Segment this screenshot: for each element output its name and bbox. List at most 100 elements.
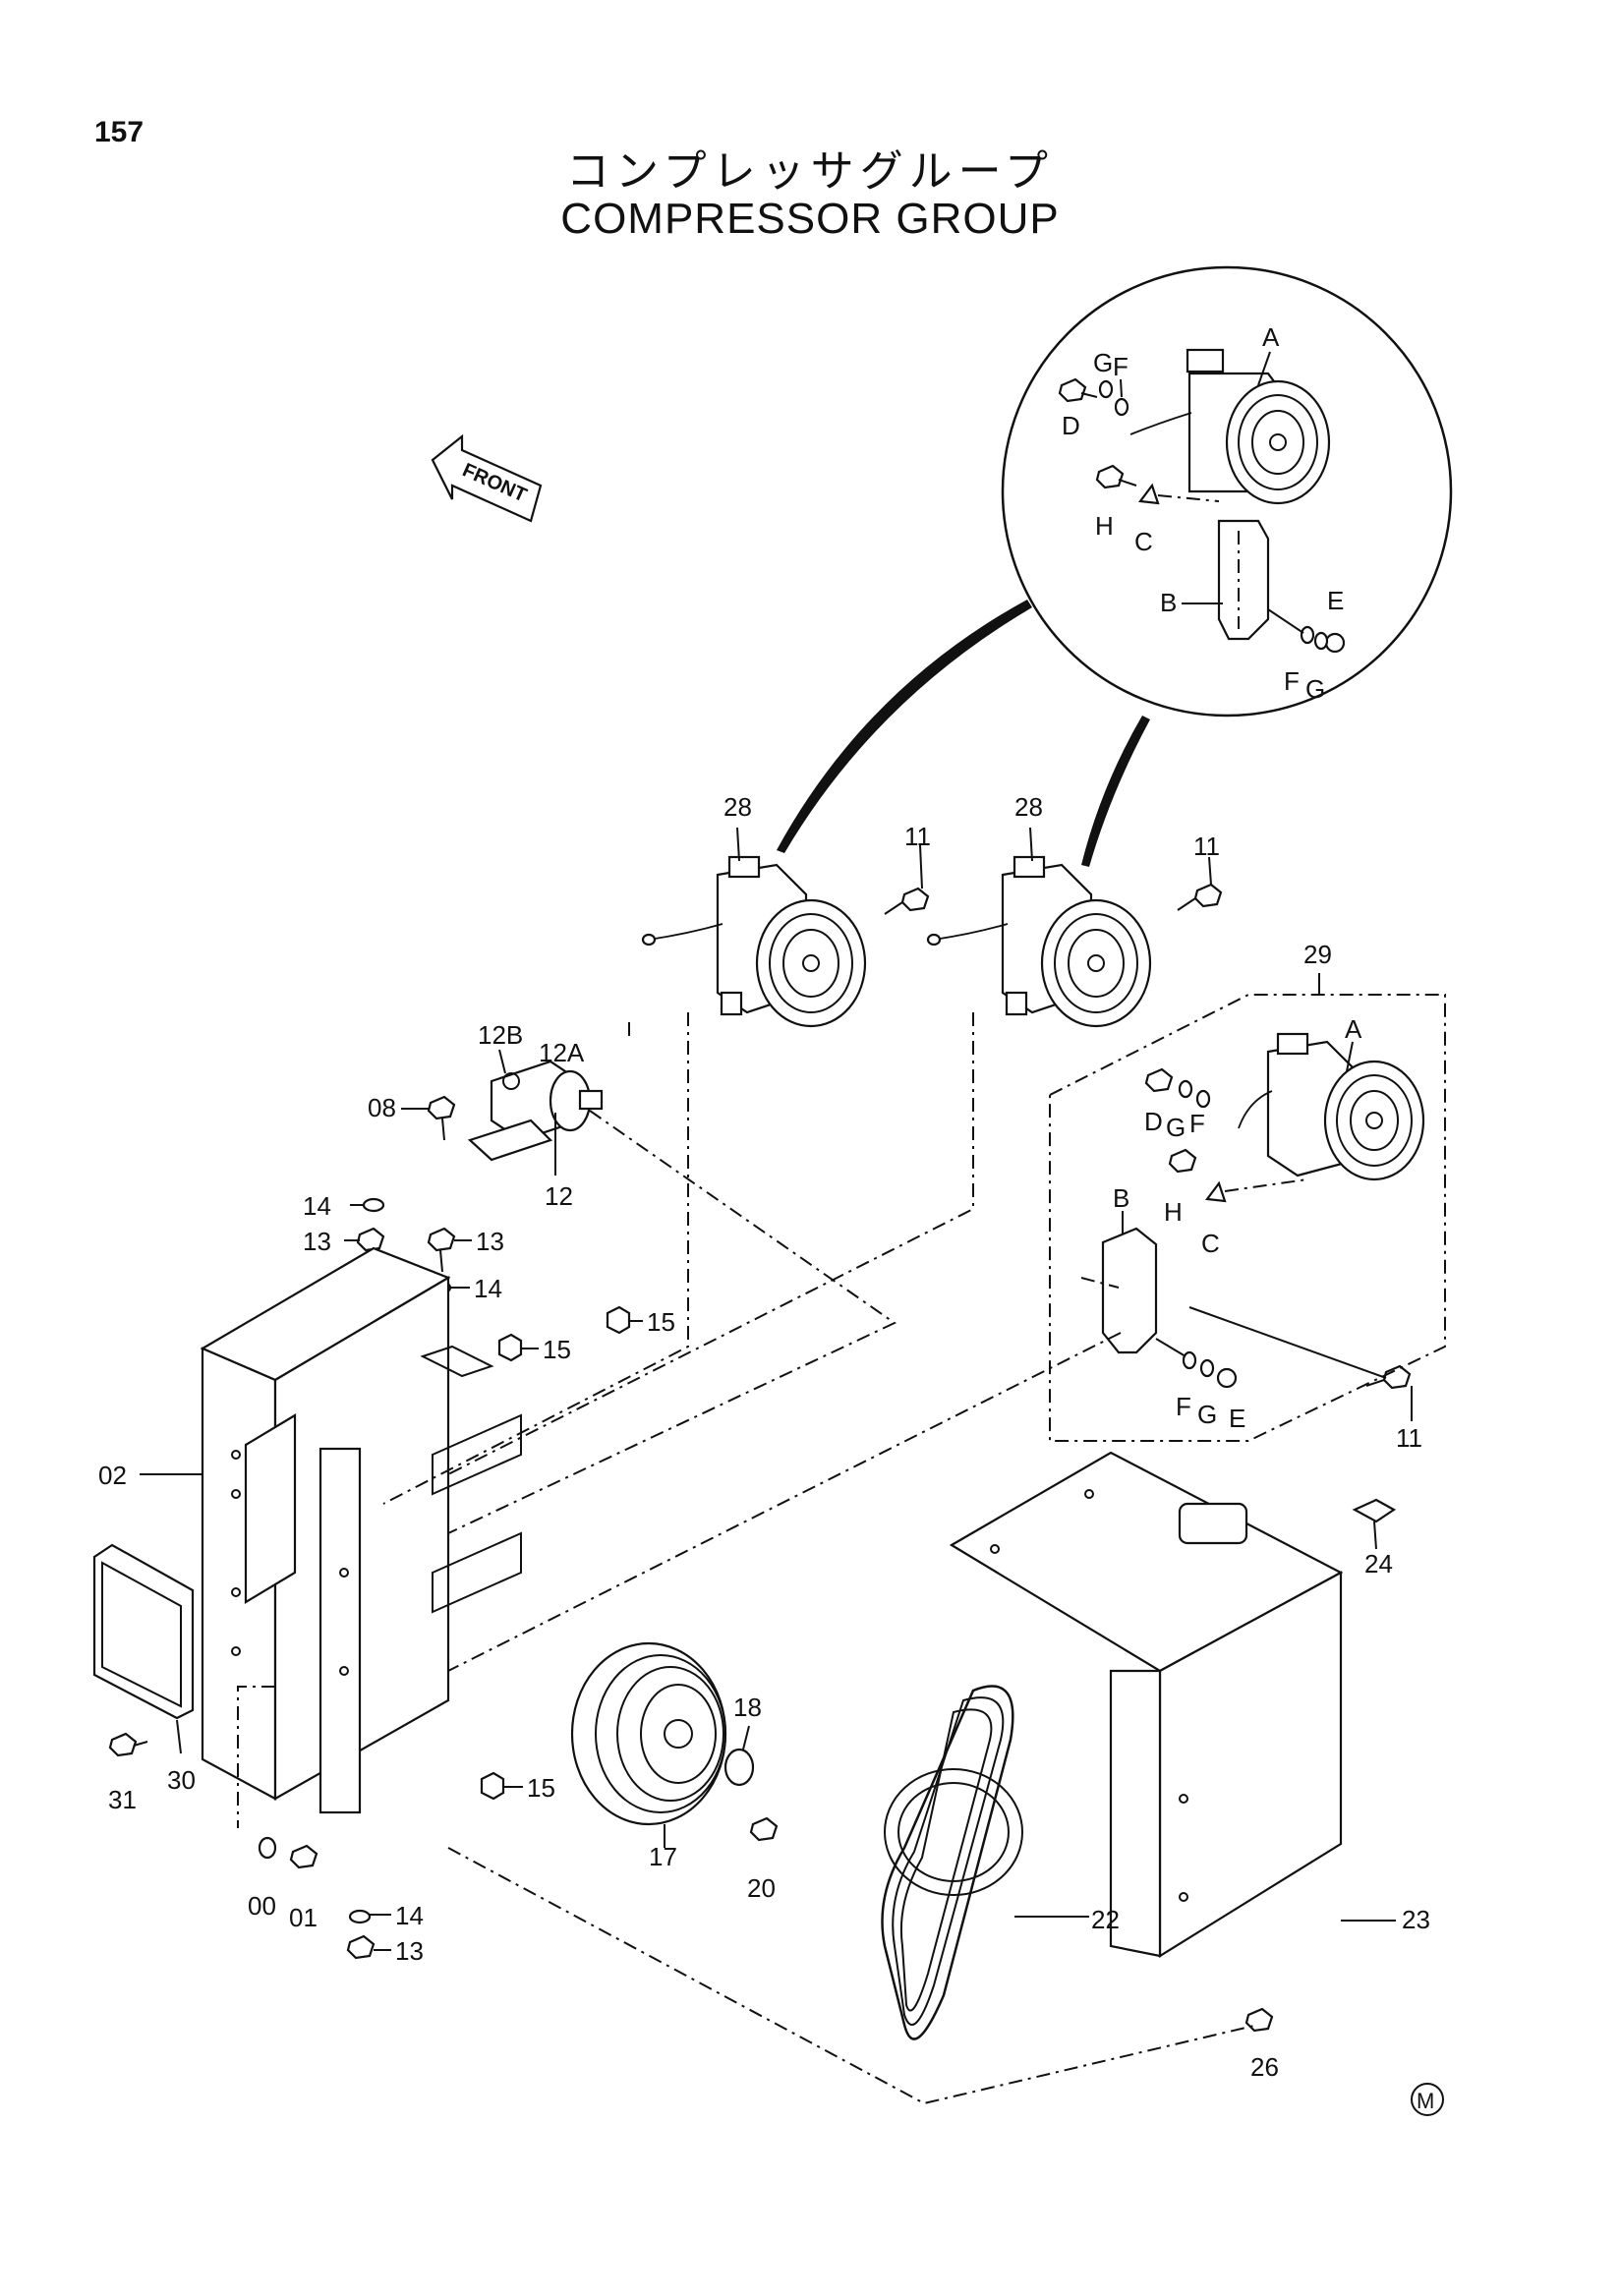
label-detail_letters-top-G1: G <box>1093 348 1113 377</box>
callout-24: 24 <box>1364 1549 1393 1578</box>
nut-15-b-icon <box>606 1305 631 1335</box>
washer-F2-detail-icon <box>1300 625 1315 645</box>
label-detail_letters-box-F2: F <box>1176 1392 1191 1421</box>
page-number: 157 <box>94 116 145 148</box>
assembly-lines <box>237 1012 1259 2105</box>
bolt-D-detail-icon <box>1058 377 1098 403</box>
compressor-A-detail-icon <box>1129 348 1331 505</box>
callout-29: 29 <box>1303 940 1332 969</box>
washer-14-top-icon <box>362 1197 385 1213</box>
label-detail_letters-top-F1: F <box>1113 352 1128 381</box>
callout-31: 31 <box>108 1785 137 1814</box>
callout-20: 20 <box>747 1873 776 1903</box>
callout-15-c: 15 <box>527 1773 555 1803</box>
callout-01: 01 <box>289 1903 318 1932</box>
callout-00: 00 <box>248 1891 276 1921</box>
callout-13-bottom: 13 <box>395 1936 424 1966</box>
label-detail_letters-top-B: B <box>1160 588 1177 617</box>
compressor-28-left-icon <box>641 855 867 1028</box>
bolt-13-bottom-icon <box>346 1934 376 1960</box>
callout-30: 30 <box>167 1765 196 1795</box>
nut-E-detail-icon <box>1324 632 1346 654</box>
label-detail_letters-box-E: E <box>1229 1404 1245 1433</box>
m-mark-label: M <box>1417 2089 1434 2113</box>
callout-12B: 12B <box>478 1020 523 1050</box>
callout-23: 23 <box>1402 1905 1430 1934</box>
compressor-kit-29-box: A D G F H C B F G E <box>1049 994 1446 1442</box>
m-mark-icon: M <box>1411 2083 1444 2116</box>
label-detail_letters-top-E: E <box>1327 586 1344 615</box>
v-belt-22-icon <box>881 1685 1023 2040</box>
washer-00-icon <box>258 1836 277 1860</box>
detail-connector-right <box>1081 716 1150 867</box>
callout-14-bottom: 14 <box>395 1901 424 1930</box>
washer-G-detail-icon <box>1098 379 1114 399</box>
callout-28-left: 28 <box>723 792 752 822</box>
bolt-08-icon <box>427 1095 456 1141</box>
mounting-frame-02-icon <box>200 1246 522 1814</box>
label-detail_letters-box-G2: G <box>1197 1400 1217 1429</box>
washer-14-bottom-icon <box>348 1909 372 1924</box>
bracket-B-detail-icon <box>1217 519 1270 641</box>
callout-11-left: 11 <box>904 822 931 851</box>
compressor-guard-23-icon <box>949 1451 1344 1958</box>
callout-26: 26 <box>1250 2052 1279 2082</box>
bolt-11-lower-icon <box>1365 1364 1412 1390</box>
label-detail_letters-top-G2: G <box>1305 674 1325 704</box>
callout-11-right: 11 <box>1193 832 1220 861</box>
bolt-H-detail-icon <box>1095 464 1137 489</box>
label-detail_letters-box-A: A <box>1345 1014 1362 1044</box>
bolt-24-icon <box>1352 1498 1397 1523</box>
detail-connector-left <box>777 600 1032 853</box>
label-detail_letters-box-D: D <box>1144 1107 1163 1136</box>
nut-15-c-icon <box>480 1771 505 1801</box>
washer-18-icon <box>723 1748 755 1787</box>
label-detail_letters-box-G1: G <box>1166 1113 1186 1142</box>
bolt-20-icon <box>749 1816 779 1842</box>
callout-22: 22 <box>1091 1905 1120 1934</box>
callout-12A: 12A <box>539 1038 585 1067</box>
callout-12: 12 <box>545 1181 573 1211</box>
label-detail_letters-top-C: C <box>1134 527 1153 556</box>
washer-F-detail-icon <box>1114 397 1129 417</box>
compressor-detail-circle: A G F D H C B E F G <box>777 265 1453 867</box>
label-detail_letters-top-A: A <box>1262 322 1280 352</box>
callout-15-a: 15 <box>543 1335 571 1364</box>
pulley-17-icon <box>570 1641 727 1826</box>
washer-G2-detail-icon <box>1313 631 1329 651</box>
callout-13-top: 13 <box>303 1227 331 1256</box>
leader-lines <box>140 827 1413 1951</box>
bolt-11-right-icon <box>1177 883 1223 911</box>
callout-17: 17 <box>649 1842 677 1871</box>
spacer-C-detail-icon <box>1137 483 1220 505</box>
nut-15-a-icon <box>497 1333 523 1362</box>
label-detail_letters-box-C: C <box>1201 1229 1220 1258</box>
bolt-26-icon <box>1244 2007 1274 2033</box>
callout-02: 02 <box>98 1461 127 1490</box>
label-detail_letters-box-B: B <box>1113 1183 1129 1213</box>
title-english: COMPRESSOR GROUP <box>560 195 1060 243</box>
callouts: 28 28 29 11 11 11 12B 12A 12 08 13 14 13… <box>98 792 1430 2082</box>
front-arrow-icon: FRONT <box>431 433 543 523</box>
receiver-drier-12-icon <box>467 1060 604 1162</box>
callout-28-right: 28 <box>1014 792 1043 822</box>
callout-14-mid: 14 <box>474 1274 502 1303</box>
label-detail_letters-top-F2: F <box>1284 666 1300 696</box>
label-detail_letters-top-H: H <box>1095 511 1114 541</box>
callout-08: 08 <box>368 1093 396 1122</box>
bolt-31-icon <box>108 1732 148 1757</box>
bolt-11-left-icon <box>884 887 930 915</box>
callout-13-mid: 13 <box>476 1227 504 1256</box>
label-detail_letters-box-F1: F <box>1189 1109 1205 1138</box>
compressor-28-right-icon <box>926 855 1152 1028</box>
callout-15-b: 15 <box>647 1307 675 1337</box>
label-detail_letters-box-H: H <box>1164 1197 1183 1227</box>
callout-18: 18 <box>733 1693 762 1722</box>
bolt-13-mid-icon <box>427 1227 456 1273</box>
bolt-01-icon <box>289 1844 318 1869</box>
title-japanese: コンプレッサグループ <box>565 146 1055 197</box>
cover-plate-30-icon <box>92 1543 195 1720</box>
callout-11-lower: 11 <box>1396 1423 1422 1453</box>
callout-14-top: 14 <box>303 1191 331 1221</box>
